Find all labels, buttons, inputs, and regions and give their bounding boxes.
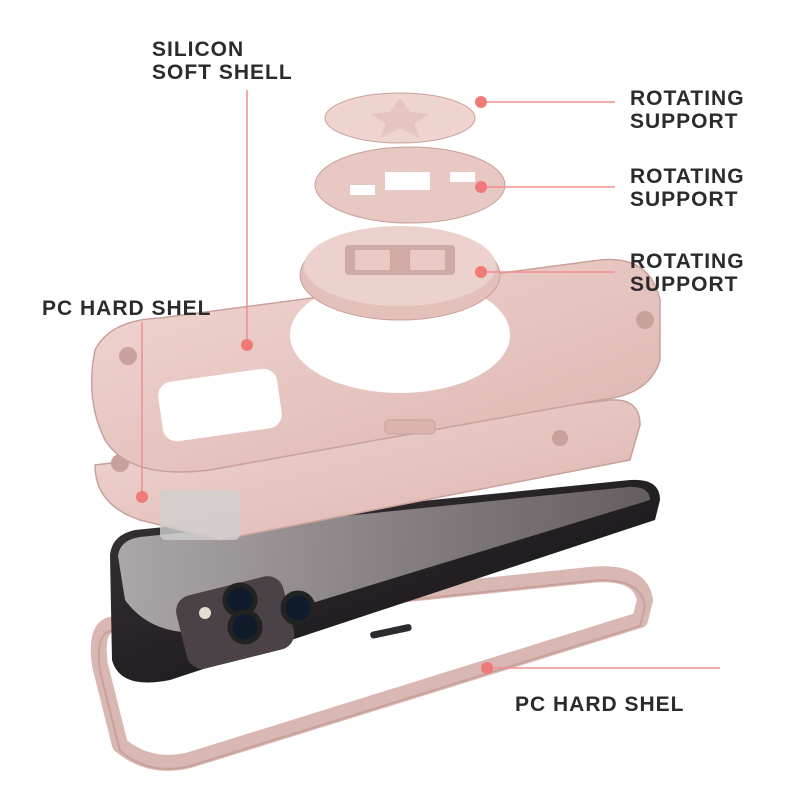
label-rotating-support-1: ROTATING SUPPORT bbox=[630, 87, 745, 133]
label-line: SUPPORT bbox=[630, 188, 739, 211]
rotating-support-ring bbox=[314, 146, 506, 224]
middle-pc-hard-shell bbox=[94, 399, 641, 541]
rotating-support-cap bbox=[324, 92, 476, 144]
label-line: ROTATING bbox=[630, 250, 745, 273]
label-pc-hard-shell-top: PC HARD SHEL bbox=[42, 297, 212, 320]
label-silicon-soft-shell: SILICON SOFT SHELL bbox=[152, 38, 293, 84]
marker-dot bbox=[475, 181, 487, 193]
leader-lines bbox=[141, 90, 720, 669]
rotating-support-base bbox=[299, 226, 501, 321]
label-line: SUPPORT bbox=[630, 273, 739, 296]
label-line: ROTATING bbox=[630, 87, 745, 110]
label-rotating-support-2: ROTATING SUPPORT bbox=[630, 165, 745, 211]
label-pc-hard-shell-bottom: PC HARD SHEL bbox=[515, 693, 685, 716]
label-line: SILICON bbox=[152, 38, 245, 61]
marker-dots bbox=[136, 96, 493, 674]
label-line: SUPPORT bbox=[630, 110, 739, 133]
marker-dot bbox=[481, 662, 493, 674]
label-line: SOFT SHELL bbox=[152, 61, 293, 84]
marker-dot bbox=[475, 266, 487, 278]
marker-dot bbox=[475, 96, 487, 108]
marker-dot bbox=[136, 491, 148, 503]
bottom-pc-hard-shell-frame bbox=[90, 566, 653, 771]
label-line: ROTATING bbox=[630, 165, 745, 188]
marker-dot bbox=[241, 339, 253, 351]
label-rotating-support-3: ROTATING SUPPORT bbox=[630, 250, 745, 296]
